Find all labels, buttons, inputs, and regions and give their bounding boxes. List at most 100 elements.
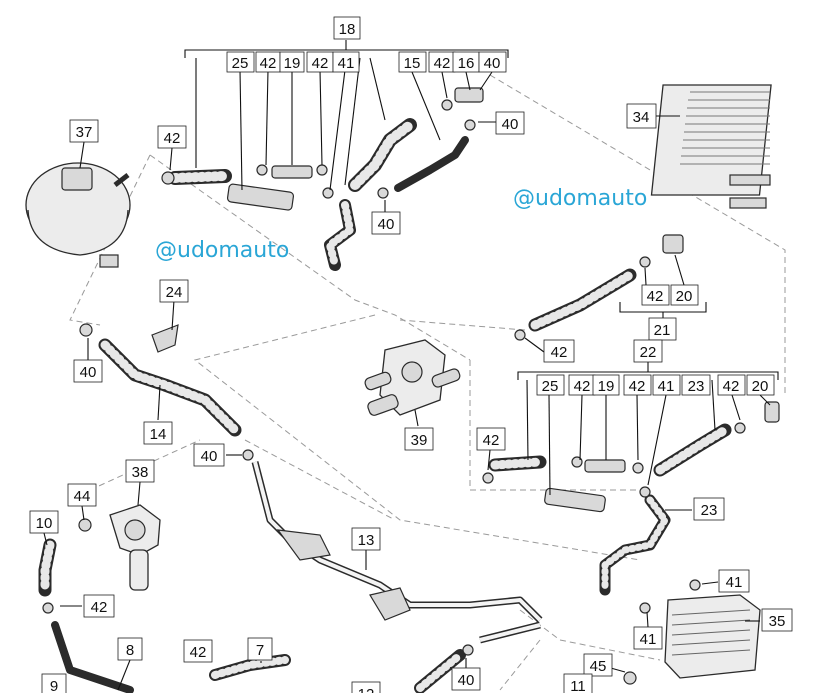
svg-text:14: 14 xyxy=(150,426,167,443)
svg-text:21: 21 xyxy=(654,322,671,339)
watermark-left: @udomauto xyxy=(155,238,289,263)
callout-41: 41 xyxy=(718,569,750,593)
callout-39: 39 xyxy=(404,427,434,451)
svg-text:40: 40 xyxy=(80,364,97,381)
callout-23: 23 xyxy=(693,497,725,521)
svg-text:24: 24 xyxy=(166,284,183,301)
svg-text:23: 23 xyxy=(688,378,705,395)
svg-text:41: 41 xyxy=(658,378,675,395)
svg-text:42: 42 xyxy=(574,378,591,395)
callout-40: 40 xyxy=(451,667,481,691)
svg-text:11: 11 xyxy=(570,678,586,693)
svg-text:20: 20 xyxy=(676,288,693,305)
svg-text:42: 42 xyxy=(647,288,664,305)
svg-text:40: 40 xyxy=(458,672,475,689)
svg-text:42: 42 xyxy=(164,130,181,147)
svg-text:40: 40 xyxy=(484,55,501,72)
callout-40: 40 xyxy=(478,51,507,73)
guide-lines xyxy=(69,74,786,691)
svg-text:9: 9 xyxy=(50,678,58,693)
oil-cooler xyxy=(664,594,761,679)
svg-text:42: 42 xyxy=(434,55,451,72)
callout-23: 23 xyxy=(681,374,711,396)
callout-34: 34 xyxy=(626,103,657,129)
callout-40: 40 xyxy=(193,443,225,467)
expansion-tank xyxy=(25,162,131,268)
clamps xyxy=(42,87,780,685)
callout-41: 41 xyxy=(633,626,663,650)
callout-10: 10 xyxy=(29,510,59,534)
callout-45: 45 xyxy=(583,653,613,677)
hoses xyxy=(38,118,732,693)
svg-text:40: 40 xyxy=(378,216,395,233)
callout-42: 42 xyxy=(83,594,115,618)
svg-text:41: 41 xyxy=(338,55,355,72)
callout-15: 15 xyxy=(398,51,427,73)
callout-37: 37 xyxy=(69,119,99,143)
svg-text:19: 19 xyxy=(598,378,615,395)
heater-core xyxy=(650,84,772,209)
callout-42: 42 xyxy=(183,639,213,663)
callout-22: 22 xyxy=(633,339,663,363)
svg-text:35: 35 xyxy=(769,613,786,630)
svg-text:45: 45 xyxy=(590,658,607,675)
svg-text:22: 22 xyxy=(640,344,657,361)
callout-42: 42 xyxy=(543,339,575,363)
svg-text:25: 25 xyxy=(542,378,559,395)
callout-42: 42 xyxy=(157,125,187,149)
callout-25: 25 xyxy=(226,51,255,73)
callout-24: 24 xyxy=(159,279,189,303)
callout-42: 42 xyxy=(641,284,670,306)
coolant-pipe xyxy=(251,461,543,644)
callout-20: 20 xyxy=(670,284,699,306)
callout-44: 44 xyxy=(67,483,97,507)
callout-41: 41 xyxy=(652,374,681,396)
coolant-pump xyxy=(109,504,161,591)
svg-text:16: 16 xyxy=(458,55,475,72)
shutoff-valve xyxy=(364,339,461,416)
watermark-right: @udomauto xyxy=(513,186,647,211)
callout-16: 16 xyxy=(452,51,480,73)
callout-12: 12 xyxy=(351,681,381,693)
svg-text:15: 15 xyxy=(404,55,421,72)
callout-41: 41 xyxy=(332,51,360,73)
callout-21: 21 xyxy=(648,317,677,341)
callout-11: 11 xyxy=(563,673,593,693)
svg-text:25: 25 xyxy=(232,55,249,72)
callouts: 18 25 42 19 42 41 15 42 16 40 40 37 42 4… xyxy=(29,16,793,693)
svg-text:42: 42 xyxy=(190,644,207,661)
svg-text:42: 42 xyxy=(723,378,740,395)
callout-20: 20 xyxy=(746,374,775,396)
svg-text:12: 12 xyxy=(358,686,375,693)
svg-text:39: 39 xyxy=(411,432,428,449)
svg-text:19: 19 xyxy=(284,55,301,72)
callout-40: 40 xyxy=(495,111,525,135)
callout-35: 35 xyxy=(761,608,793,632)
svg-text:41: 41 xyxy=(640,631,657,648)
svg-text:42: 42 xyxy=(551,344,568,361)
svg-text:40: 40 xyxy=(201,448,218,465)
svg-text:10: 10 xyxy=(36,515,53,532)
svg-text:7: 7 xyxy=(256,642,264,659)
callout-7: 7 xyxy=(247,637,273,661)
callout-42: 42 xyxy=(255,51,281,73)
callout-42: 42 xyxy=(476,427,506,451)
svg-text:41: 41 xyxy=(726,574,743,591)
svg-text:23: 23 xyxy=(701,502,718,519)
svg-text:8: 8 xyxy=(126,642,134,659)
callout-13: 13 xyxy=(351,527,381,551)
callout-19: 19 xyxy=(592,374,620,396)
callout-42: 42 xyxy=(717,374,746,396)
callout-19: 19 xyxy=(279,51,305,73)
svg-text:34: 34 xyxy=(633,109,650,126)
svg-text:37: 37 xyxy=(76,124,93,141)
svg-text:42: 42 xyxy=(629,378,646,395)
svg-text:42: 42 xyxy=(260,55,277,72)
svg-text:20: 20 xyxy=(752,378,769,395)
callout-8: 8 xyxy=(117,637,143,661)
callout-40: 40 xyxy=(371,211,401,235)
svg-text:40: 40 xyxy=(502,116,519,133)
callout-42: 42 xyxy=(568,374,596,396)
